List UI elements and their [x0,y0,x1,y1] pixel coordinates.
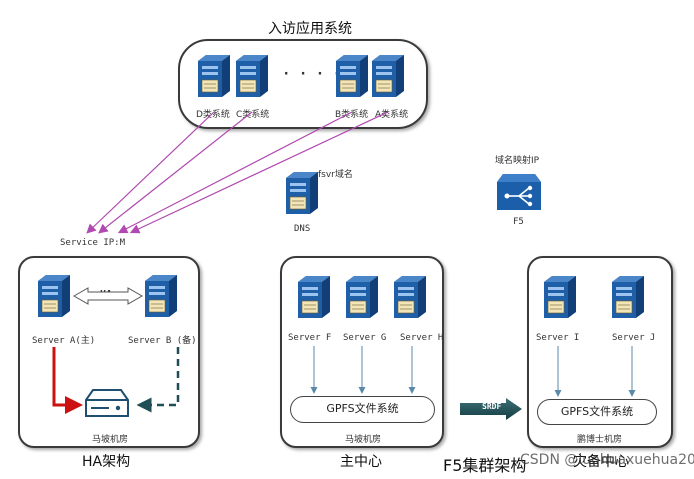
server-label-b: B类系统 [335,110,369,120]
server-label-c: C类系统 [236,110,270,120]
ha-heartbeat-arrow [72,287,144,305]
server-b-label: Server B (备) [128,336,197,346]
server-i-label: Server I [536,333,580,343]
storage-disk-icon [85,388,129,418]
server-i-icon [544,276,576,318]
gpfs-main: GPFS文件系统 [290,396,435,423]
server-icon [372,55,404,97]
server-icon [336,55,368,97]
dns-label: DNS [294,224,311,234]
server-b-icon [145,275,177,317]
server-label-a: A类系统 [375,110,409,120]
server-a-label: Server A(主) [32,336,96,346]
dr-room-label: 鹏博士机房 [577,435,623,445]
server-h-label: Server H [400,333,444,343]
watermark: CSDN @luohuaxuehua2000 [520,452,694,468]
gpfs-dr: GPFS文件系统 [537,399,657,425]
main-caption: 主中心 [340,454,382,470]
f5-label: F5 [513,217,524,227]
ha-caption: HA架构 [82,454,131,470]
server-f-label: Server F [288,333,332,343]
server-label-d: D类系统 [196,110,230,120]
dns-caption: fsvr域名 [318,170,353,180]
server-f-icon [298,276,330,318]
server-g-label: Server G [343,333,387,343]
server-j-icon [612,276,644,318]
f5-caption: 域名映射IP [495,156,540,166]
server-h-icon [394,276,426,318]
server-g-icon [346,276,378,318]
dns-server-icon [286,172,318,214]
srdf-arrow [460,398,522,420]
service-ip-label: Service IP:M [60,238,126,248]
top-system-title: 入访应用系统 [268,21,352,37]
connector-d [86,111,215,234]
connector-b [117,111,353,234]
ha-room-label: 马坡机房 [92,435,129,445]
server-a-icon [38,275,70,317]
connector-c [98,111,253,234]
server-icon [236,55,268,97]
server-icon [198,55,230,97]
f5-load-balancer-icon [497,172,541,212]
dr-caption: 灾备中心 [573,454,629,470]
server-j-label: Server J [612,333,656,343]
footer-title: F5集群架构 [443,456,527,475]
active-path-arrow [52,347,83,414]
srdf-label: SRDF [482,402,502,411]
connector-a [129,111,389,234]
main-room-label: 马坡机房 [345,435,382,445]
standby-path-arrow [136,347,180,413]
